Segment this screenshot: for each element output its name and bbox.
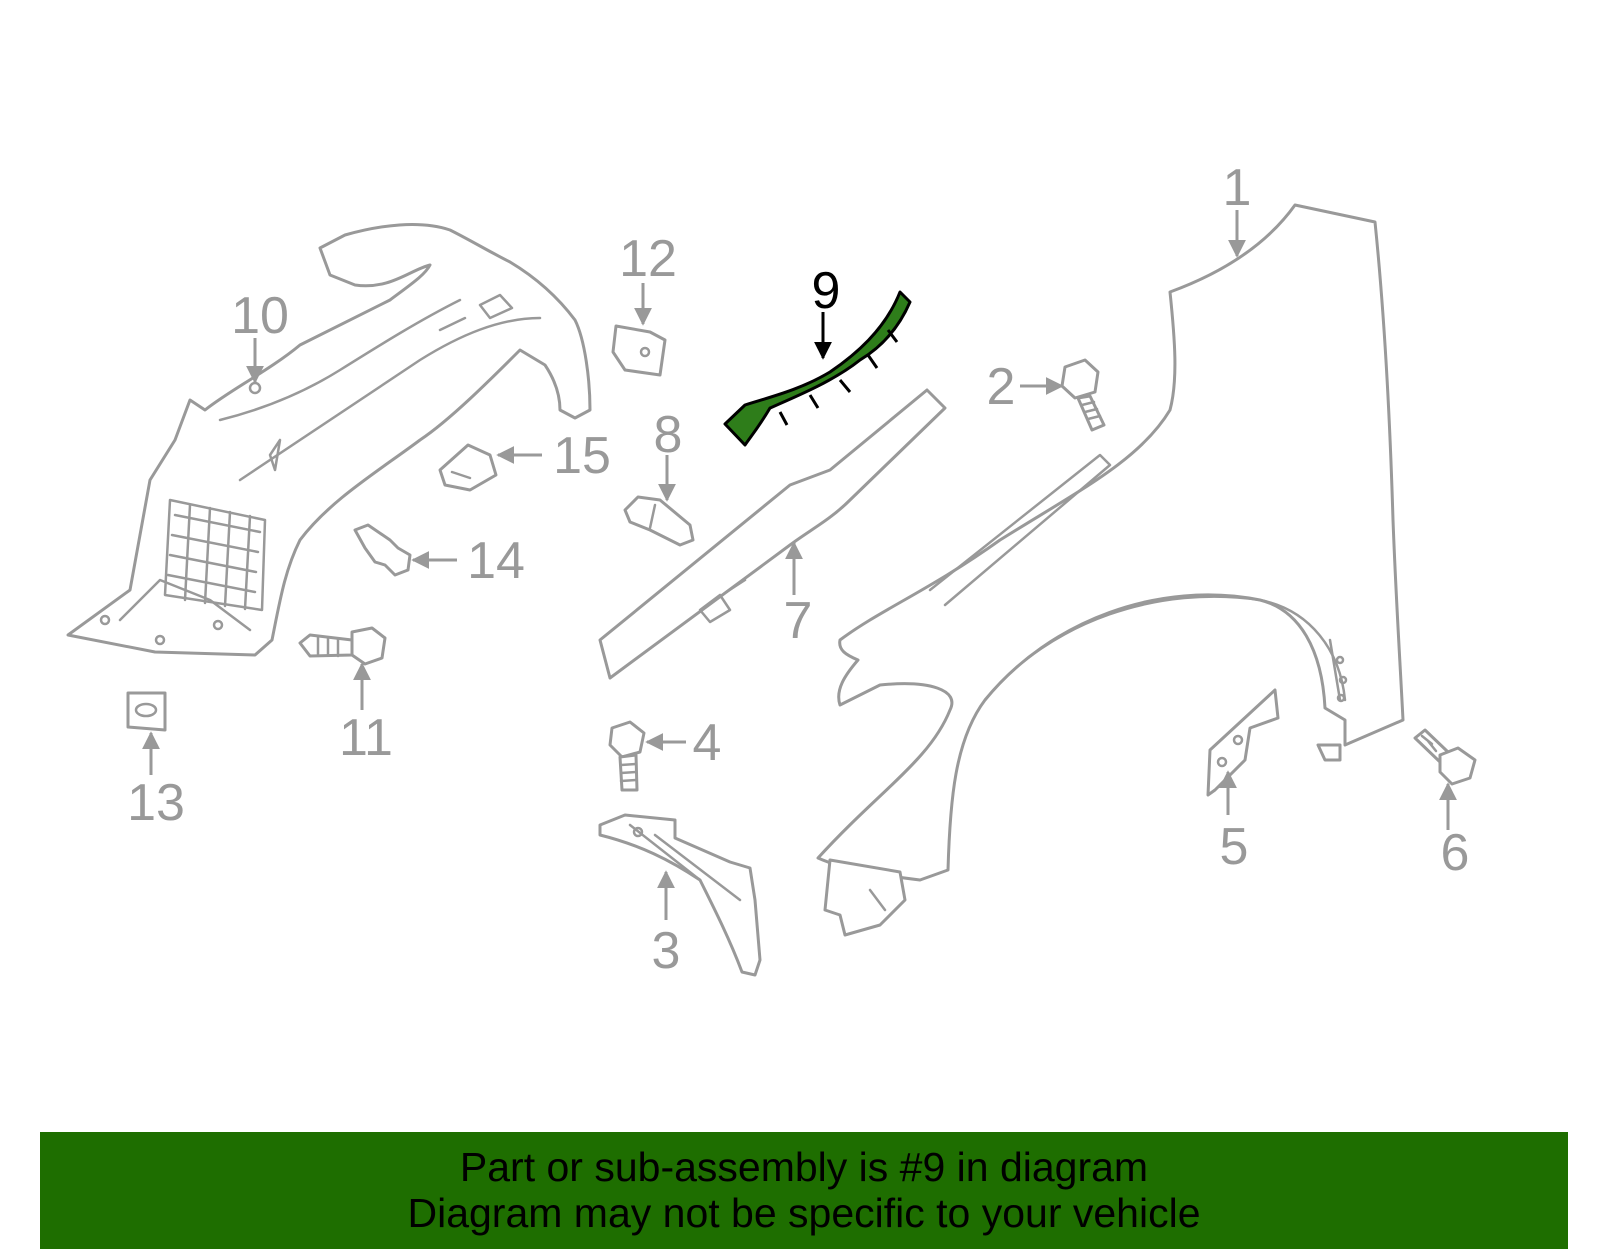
callout-11[interactable]: 11 — [339, 709, 393, 767]
callout-4[interactable]: 4 — [693, 714, 722, 772]
part-2-bolt[interactable] — [1060, 358, 1106, 432]
callout-15[interactable]: 15 — [553, 427, 611, 485]
callout-13[interactable]: 13 — [127, 774, 185, 832]
callout-1[interactable]: 1 — [1223, 159, 1252, 217]
part-13-pad[interactable] — [126, 691, 167, 732]
part-9-highlighted[interactable] — [723, 290, 912, 447]
part-1-fender[interactable] — [816, 203, 1405, 937]
callout-12[interactable]: 12 — [619, 230, 677, 288]
callout-3[interactable]: 3 — [652, 922, 681, 980]
callout-10[interactable]: 10 — [231, 287, 289, 345]
part-3-bracket[interactable] — [598, 813, 762, 977]
part-6-bolt[interactable] — [1413, 728, 1477, 786]
leader-arrows — [142, 210, 1457, 920]
callout-8[interactable]: 8 — [654, 406, 683, 464]
callout-9[interactable]: 9 — [812, 262, 841, 320]
banner-line-1: Part or sub-assembly is #9 in diagram — [459, 1144, 1149, 1190]
part-8-clip[interactable] — [623, 495, 695, 547]
callout-6[interactable]: 6 — [1441, 824, 1470, 882]
callout-7[interactable]: 7 — [784, 592, 813, 650]
part-4-bolt[interactable] — [608, 720, 646, 792]
part-14-clip[interactable] — [353, 523, 412, 577]
part-11-bolt[interactable] — [298, 626, 387, 666]
part-10-liner[interactable] — [66, 223, 592, 657]
banner-line-2: Diagram may not be specific to your vehi… — [407, 1190, 1201, 1236]
callout-14[interactable]: 14 — [467, 532, 525, 590]
part-5-bracket[interactable] — [1206, 688, 1280, 797]
part-15-clip[interactable] — [438, 443, 498, 492]
info-banner: Part or sub-assembly is #9 in diagram Di… — [40, 1132, 1568, 1249]
part-12-clip[interactable] — [611, 324, 667, 377]
callout-5[interactable]: 5 — [1220, 818, 1249, 876]
callout-2[interactable]: 2 — [987, 358, 1016, 416]
